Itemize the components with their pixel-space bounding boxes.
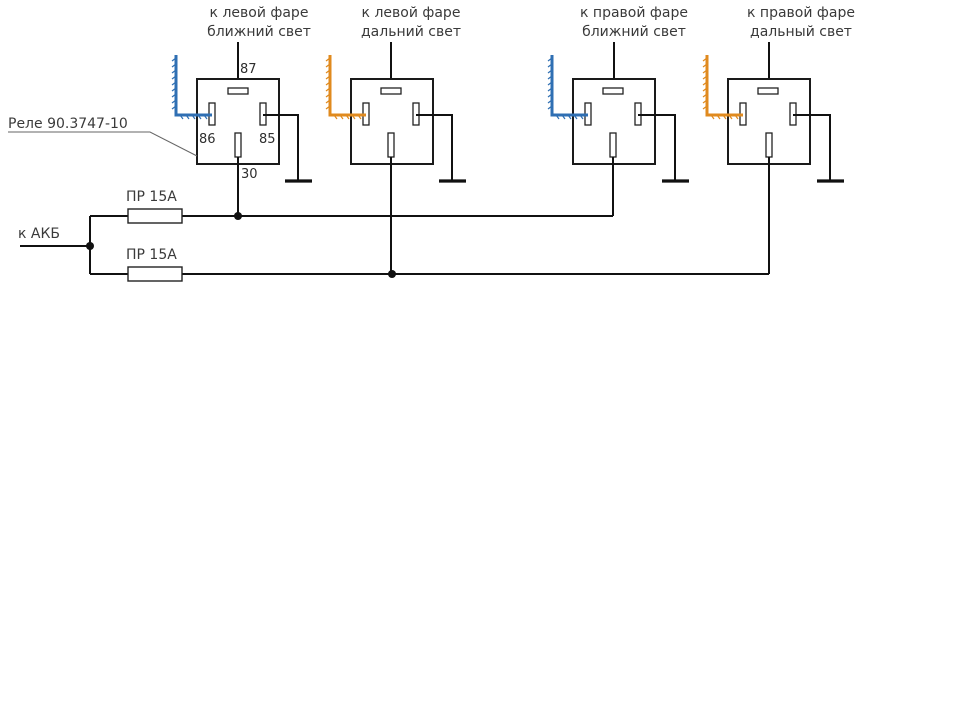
relay-type-label: Реле 90.3747-10 xyxy=(8,116,128,132)
relay1-pin-85-label: 85 xyxy=(259,132,276,147)
relay2-control-wire xyxy=(328,55,366,117)
fuse-1-label: ПР 15А xyxy=(126,189,177,205)
low-beam-junction-node xyxy=(234,212,242,220)
relay3-label-line1: к правой фаре xyxy=(580,5,688,21)
relay-2 xyxy=(325,42,466,274)
relay1-label-line1: к левой фаре xyxy=(210,5,309,21)
relay4-control-hatch xyxy=(702,57,739,120)
relay3-pin-87 xyxy=(602,87,624,95)
relay2-pin-87 xyxy=(380,87,402,95)
relay4-pin-30 xyxy=(765,132,773,158)
relay2-pin-30 xyxy=(387,132,395,158)
relay3-ground-wire xyxy=(638,114,676,180)
relay3-pin-30 xyxy=(609,132,617,158)
relay1-control-wire xyxy=(174,55,212,117)
relay-1: 87 86 85 30 xyxy=(171,42,312,216)
relay1-pin-87 xyxy=(227,87,249,95)
relay4-label-line2: дальный свет xyxy=(750,24,852,40)
relay4-pin-87 xyxy=(757,87,779,95)
battery-junction-node xyxy=(86,242,94,250)
relay-type-leader xyxy=(8,131,198,157)
fuse-1 xyxy=(127,208,183,224)
relay3-control-wire xyxy=(550,55,588,117)
relay-4 xyxy=(702,42,844,274)
relay1-pin-30 xyxy=(234,132,242,158)
fuse-2-label: ПР 15А xyxy=(126,247,177,263)
relay4-ground-wire xyxy=(793,114,831,180)
battery-label: к АКБ xyxy=(18,226,60,242)
relay4-control-wire xyxy=(705,55,743,117)
relay1-pin-86-label: 86 xyxy=(199,132,216,147)
relay1-pin-30-label: 30 xyxy=(241,167,258,182)
relay1-pin-87-label: 87 xyxy=(240,62,257,77)
relay1-control-hatch xyxy=(171,57,208,120)
relay4-label-line1: к правой фаре xyxy=(747,5,855,21)
relay1-ground-wire xyxy=(263,114,299,180)
relay2-ground-wire xyxy=(416,114,453,180)
relay-3 xyxy=(547,42,689,216)
relay1-label-line2: ближний свет xyxy=(207,24,311,40)
high-beam-junction-node xyxy=(388,270,396,278)
relay2-control-hatch xyxy=(325,57,362,120)
relay2-label-line2: дальний свет xyxy=(361,24,461,40)
relay3-control-hatch xyxy=(547,57,584,120)
relay3-label-line2: ближний свет xyxy=(582,24,686,40)
fuse-2 xyxy=(127,266,183,282)
relay2-label-line1: к левой фаре xyxy=(362,5,461,21)
